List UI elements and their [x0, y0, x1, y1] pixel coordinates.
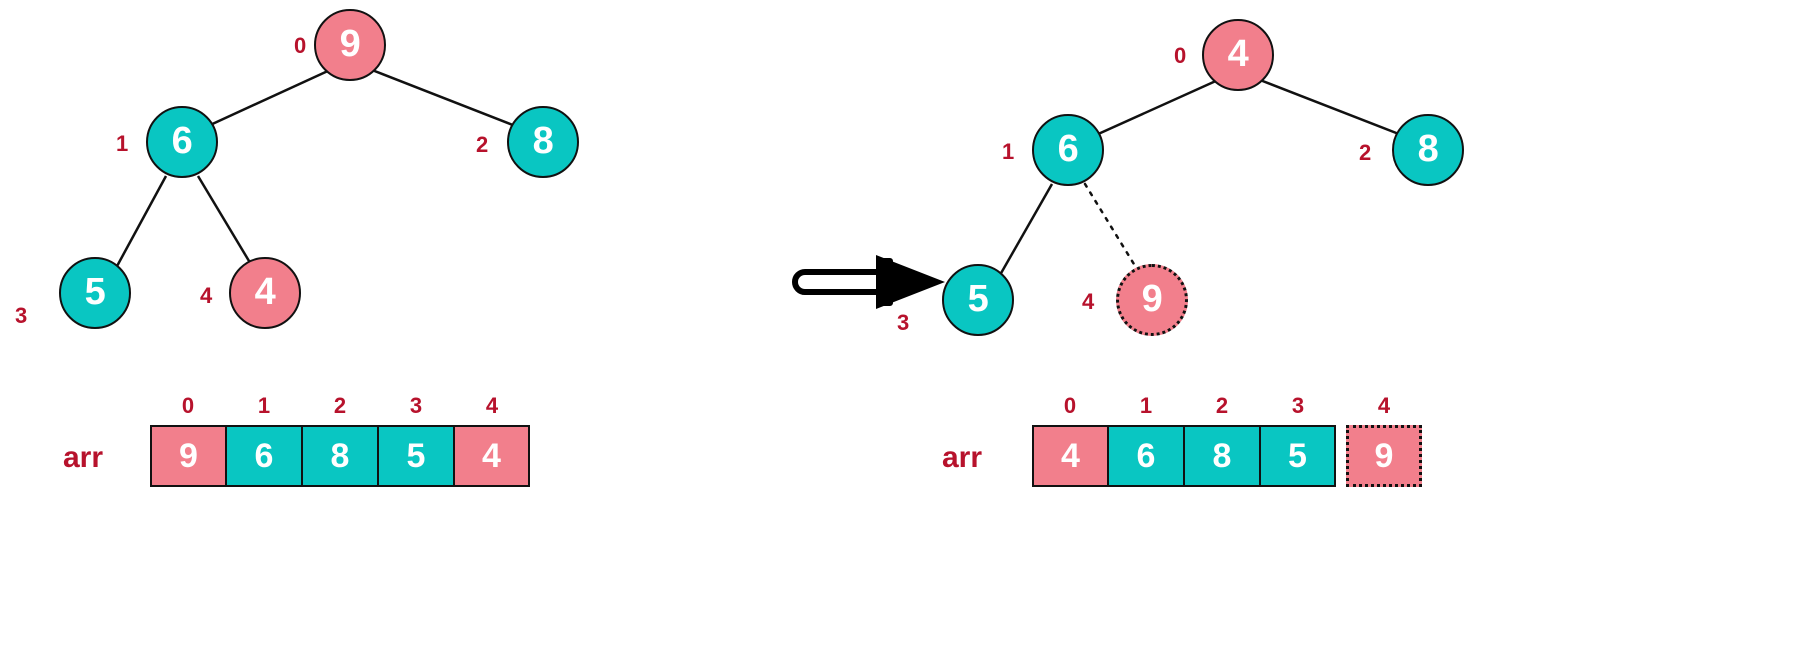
array-cell-index-1: 1: [1139, 393, 1153, 418]
edge-0-1: [207, 68, 331, 128]
tree-node-value: 4: [1227, 33, 1249, 75]
tree-node-index-2: 2: [1359, 140, 1372, 165]
tree-node-value: 6: [1057, 128, 1079, 170]
tree-node-4[interactable]: 9: [1116, 264, 1188, 336]
array-cell-value: 4: [482, 437, 501, 475]
array-cell-wrapper: 9 0: [150, 395, 226, 487]
array-cell-index-0: 0: [1063, 393, 1077, 418]
array-cell-wrapper: 6 1: [226, 395, 302, 487]
tree-node-value: 9: [339, 23, 361, 65]
tree-node-index-0: 0: [294, 33, 307, 58]
tree-node-2[interactable]: 8: [507, 106, 579, 178]
array-cell-wrapper: 4 4: [454, 395, 530, 487]
array-cell-2[interactable]: 8: [302, 425, 378, 487]
tree-node-index-1: 1: [1002, 139, 1015, 164]
tree-node-index-2: 2: [476, 132, 489, 157]
array-cell-2[interactable]: 8: [1184, 425, 1260, 487]
array-cell-wrapper: 6 1: [1108, 395, 1184, 487]
array-cell-value: 9: [1374, 437, 1394, 475]
array-cell-index-3: 3: [1291, 393, 1305, 418]
array-cell-wrapper: 8 2: [1184, 395, 1260, 487]
tree-node-index-0: 0: [1174, 43, 1187, 68]
tree-node-index-4: 4: [1082, 289, 1095, 314]
array-cell-3[interactable]: 5: [1260, 425, 1336, 487]
array-cell-4[interactable]: 4: [454, 425, 530, 487]
tree-node-1[interactable]: 6: [1032, 114, 1104, 186]
tree-node-index-3: 3: [15, 303, 28, 328]
edge-0-2: [371, 68, 519, 129]
array-cell-wrapper: 5 3: [1260, 395, 1336, 487]
array-cell-value: 8: [330, 437, 350, 475]
array-cell-3[interactable]: 5: [378, 425, 454, 487]
array-cell-index-0: 0: [181, 393, 195, 418]
array-cell-value: 5: [1288, 437, 1307, 475]
tree-node-value: 5: [967, 278, 989, 320]
array-cell-index-4: 4: [1377, 393, 1391, 418]
tree-node-value: 9: [1141, 278, 1163, 320]
array-cell-value: 4: [1061, 437, 1080, 475]
array-cell-wrapper: 4 0: [1032, 395, 1108, 487]
tree-node-1[interactable]: 6: [146, 106, 218, 178]
array-cell-index-2: 2: [1215, 393, 1229, 418]
tree-node-0[interactable]: 9: [314, 9, 386, 81]
array-cell-value: 5: [406, 437, 426, 475]
tree-node-4[interactable]: 4: [229, 257, 301, 329]
array-cell-wrapper: 5 3: [378, 395, 454, 487]
tree-node-value: 5: [84, 271, 106, 313]
array-cell-index-3: 3: [409, 393, 423, 418]
array-cell-value: 6: [254, 437, 274, 475]
edge-0-1: [1095, 78, 1219, 137]
tree-node-value: 4: [254, 271, 276, 313]
array-cell-index-2: 2: [333, 393, 347, 418]
array-label: arr: [63, 441, 104, 474]
array-cells: 9 0 6 1 8 2: [150, 395, 530, 487]
tree-node-value: 8: [532, 120, 554, 162]
tree-node-value: 6: [171, 120, 193, 162]
array-cells: 4 0 6 1 8 2: [1032, 395, 1422, 487]
array-label: arr: [942, 441, 983, 474]
array-cell-wrapper: 9 4: [1336, 395, 1422, 487]
edge-1-3: [114, 175, 168, 269]
right-arrow-icon: [792, 255, 945, 309]
array-cell-value: 6: [1136, 437, 1156, 475]
array-cell-value: 8: [1212, 437, 1232, 475]
edge-1-4: [196, 175, 254, 267]
array-cell-4[interactable]: 9: [1346, 425, 1422, 487]
tree-node-0[interactable]: 4: [1202, 19, 1274, 91]
array-cell-0[interactable]: 9: [150, 425, 226, 487]
tree-node-value: 8: [1417, 128, 1439, 170]
tree-node-3[interactable]: 5: [942, 264, 1014, 336]
edge-1-4-dashed: [1083, 182, 1142, 276]
tree-node-3[interactable]: 5: [59, 257, 131, 329]
array-cell-1[interactable]: 6: [1108, 425, 1184, 487]
array-cell-index-1: 1: [257, 393, 271, 418]
edge-1-3: [998, 183, 1054, 276]
array-cell-wrapper: 8 2: [302, 395, 378, 487]
array-cell-1[interactable]: 6: [226, 425, 302, 487]
tree-node-index-3: 3: [897, 310, 910, 335]
array-cell-0[interactable]: 4: [1032, 425, 1108, 487]
tree-node-index-1: 1: [116, 131, 129, 156]
array-cell-value: 9: [179, 437, 198, 475]
tree-node-2[interactable]: 8: [1392, 114, 1464, 186]
edge-0-2: [1259, 78, 1405, 138]
tree-node-index-4: 4: [200, 283, 213, 308]
array-cell-index-4: 4: [485, 393, 499, 418]
